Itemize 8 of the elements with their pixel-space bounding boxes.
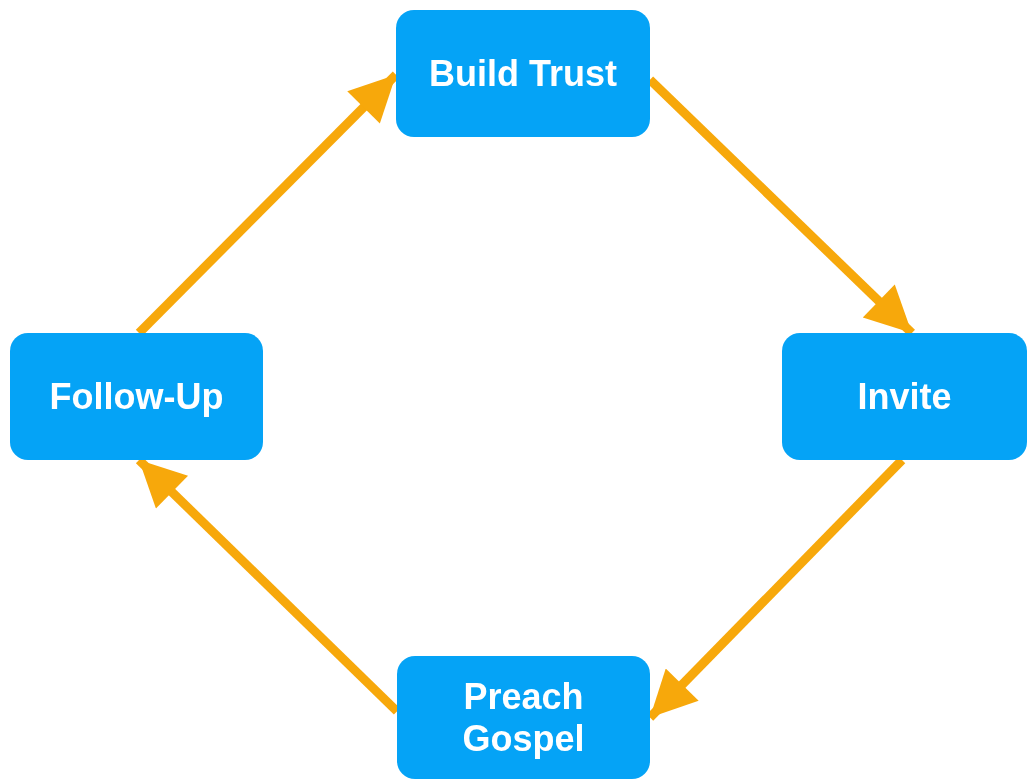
step-label: Build Trust [429,52,617,95]
process-box [782,333,1027,460]
step-label: Follow-Up [49,375,224,418]
process-box [10,333,263,460]
process-box [397,656,650,779]
step-label: Invite [857,375,952,418]
step-label: Preach Gospel [461,676,586,759]
process-box [396,10,650,137]
